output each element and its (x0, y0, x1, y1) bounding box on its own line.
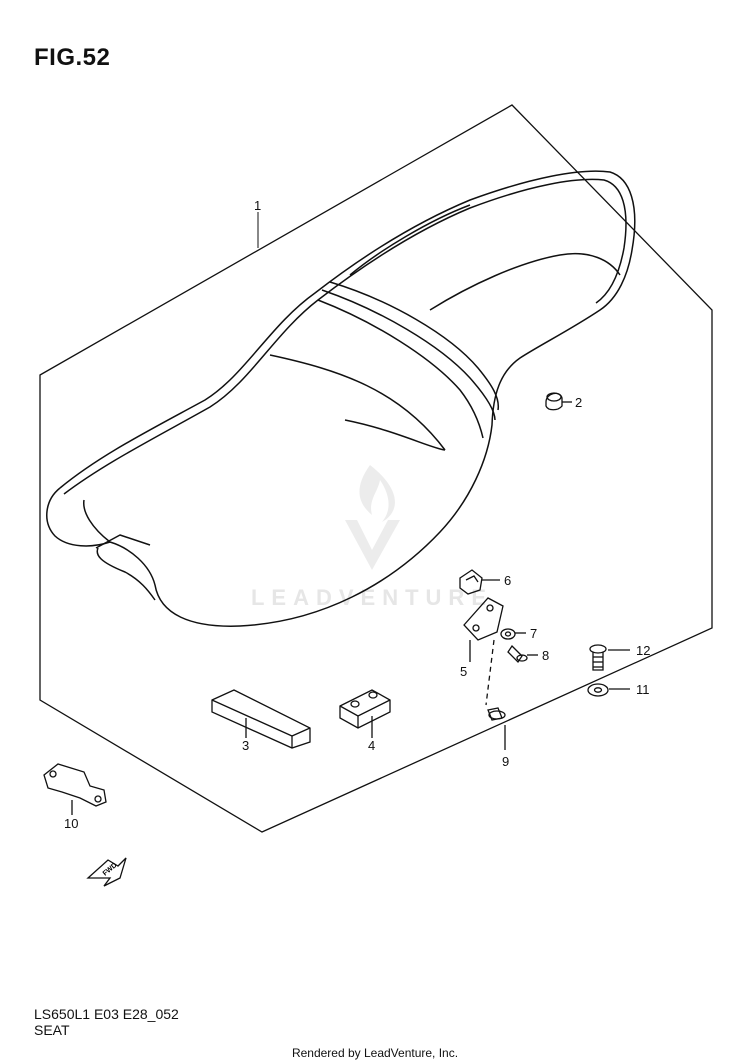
stay-bracket-part-10 (43, 763, 107, 815)
washer-part-11 (587, 683, 630, 697)
callout-9: 9 (502, 754, 509, 769)
callout-3: 3 (242, 738, 249, 753)
watermark-v-icon (345, 520, 400, 570)
callout-4: 4 (368, 738, 375, 753)
cushion-part-2 (545, 392, 572, 411)
bolt-part-8 (507, 644, 538, 664)
callout-8: 8 (542, 648, 549, 663)
watermark-flame-icon (359, 465, 395, 522)
callout-1: 1 (254, 198, 261, 213)
leadventure-watermark: LEADVENTURE (251, 465, 493, 610)
callout-12: 12 (636, 643, 650, 658)
watermark-text: LEADVENTURE (251, 585, 493, 610)
rendered-by-credit: Rendered by LeadVenture, Inc. (291, 1046, 459, 1060)
bracket-part-4 (339, 689, 391, 738)
callout-labels: 1 2 3 4 5 6 7 8 9 10 11 12 (64, 198, 650, 831)
diagram-name: SEAT (34, 1022, 70, 1038)
seat-part-1 (46, 170, 636, 627)
seat-damper-part-3 (211, 689, 311, 749)
callout-5: 5 (460, 664, 467, 679)
callout-10: 10 (64, 816, 78, 831)
parts-boundary-box (39, 104, 713, 833)
screw-part-12 (589, 644, 630, 671)
callout-6: 6 (504, 573, 511, 588)
washer-part-7 (500, 628, 526, 640)
clip-part-6 (459, 569, 500, 595)
forward-arrow-icon: FWD (86, 857, 127, 887)
diagram-code: LS650L1 E03 E28_052 (34, 1006, 179, 1022)
callout-2: 2 (575, 395, 582, 410)
callout-11: 11 (636, 682, 650, 697)
bolt-part-9 (485, 639, 506, 750)
latch-bracket-part-5 (463, 597, 504, 662)
figure-title: FIG.52 (34, 44, 111, 71)
callout-7: 7 (530, 626, 537, 641)
